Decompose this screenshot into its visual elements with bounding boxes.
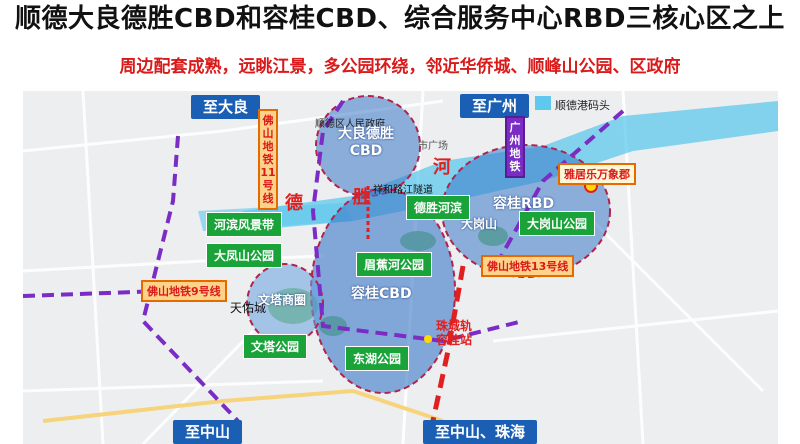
dagangshan-label: 大岗山 xyxy=(461,217,498,231)
highway xyxy=(42,388,444,423)
river-char-2: 胜 xyxy=(353,187,371,208)
zhucheng-station-label: 珠城轨 容桂站 xyxy=(436,319,473,347)
gov-label: 顺德区人民政府 xyxy=(315,119,385,130)
map-canvas[interactable]: 至大良 至广州 至中山 至中山、珠海 顺德港码头 顺德区人民政府 市广场 祥和路… xyxy=(23,91,778,444)
legend-port-label: 顺德港码头 xyxy=(555,99,610,112)
park-dafengshan: 大凤山公园 xyxy=(206,243,283,268)
to-zhongshan-sign: 至中山 xyxy=(173,420,243,444)
page-subtitle: 周边配套成熟，远眺江景，多公园环绕，邻近华侨城、顺峰山公园、区政府 xyxy=(119,57,681,77)
tianyoucheng-label: 天佑城 xyxy=(230,301,267,315)
yajule-label: 雅居乐万象郡 xyxy=(558,163,636,185)
park-meijiao-he: 眉蕉河公园 xyxy=(356,252,433,277)
river-char-1: 德 xyxy=(285,193,303,214)
river-char-3: 河 xyxy=(433,157,451,178)
metro-lines xyxy=(23,99,625,423)
ronggui-cbd-label: 容桂CBD xyxy=(351,286,412,302)
legend-swatch-icon xyxy=(535,96,551,110)
park-desheng-hebin: 德胜河滨 xyxy=(406,195,471,220)
tunnel-label: 祥和路江隧道 xyxy=(373,185,433,196)
rail-line xyxy=(425,265,466,444)
park-donghu: 东湖公园 xyxy=(345,346,410,371)
station-icon xyxy=(424,335,432,343)
daliang-cbd-zone xyxy=(315,95,421,197)
to-zhongshan-zhuhai-sign: 至中山、珠海 xyxy=(423,420,538,444)
to-guangzhou-sign: 至广州 xyxy=(460,94,530,118)
wenta-label: 文塔商圈 xyxy=(258,293,307,307)
metro-13-label: 佛山地铁13号线 xyxy=(481,255,575,277)
park-dagangshan: 大岗山公园 xyxy=(519,211,596,236)
to-daliang-sign: 至大良 xyxy=(191,95,261,119)
metro-11-label: 佛山地铁11号线 xyxy=(258,109,278,210)
square-label: 市广场 xyxy=(418,141,448,152)
park-hebin-fengjing: 河滨风景带 xyxy=(206,212,283,237)
page-title: 顺德大良德胜CBD和容桂CBD、综合服务中心RBD三核心区之上 xyxy=(15,4,785,34)
ronggui-rbd-label: 容桂RBD xyxy=(493,196,555,212)
park-wenta: 文塔公园 xyxy=(243,334,308,359)
metro-right-label: 广州地铁 xyxy=(505,116,525,178)
daliang-cbd-label: 大良德胜 CBD xyxy=(338,126,394,159)
metro-9-label: 佛山地铁9号线 xyxy=(141,280,227,302)
